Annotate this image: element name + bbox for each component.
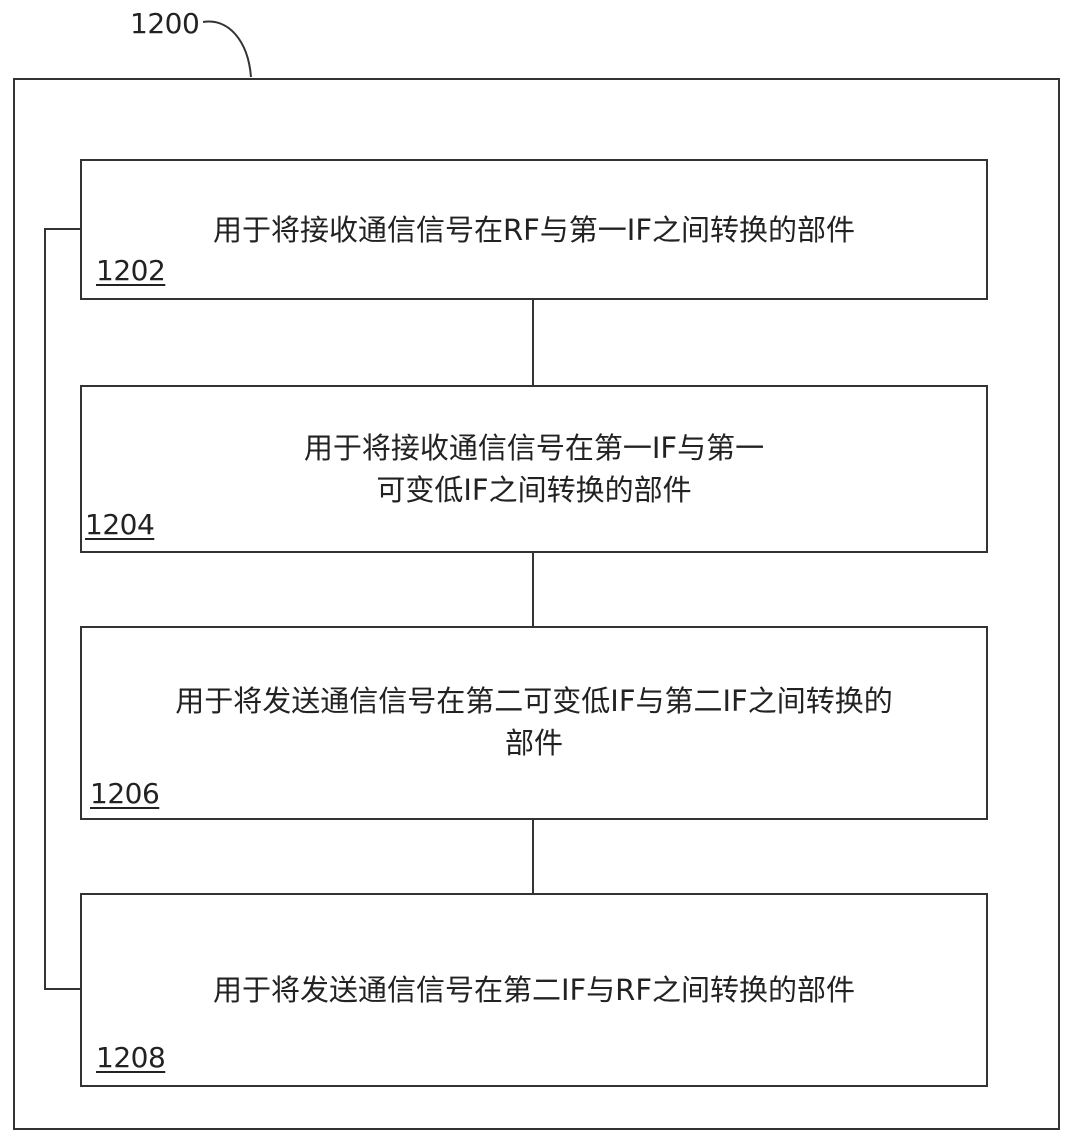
connector-1206-1208 bbox=[532, 820, 534, 893]
block-1206-line-1: 用于将发送通信信号在第二可变低IF与第二IF之间转换的 bbox=[175, 684, 893, 718]
block-1208-ref: 1208 bbox=[96, 1041, 166, 1074]
block-1202-line-1: 用于将接收通信信号在RF与第一IF之间转换的部件 bbox=[212, 213, 856, 247]
block-1206-text: 用于将发送通信信号在第二可变低IF与第二IF之间转换的 部件 bbox=[102, 680, 966, 764]
connector-1204-1206 bbox=[532, 553, 534, 626]
block-1202-text: 用于将接收通信信号在RF与第一IF之间转换的部件 bbox=[102, 209, 966, 251]
block-1204: 用于将接收通信信号在第一IF与第一 可变低IF之间转换的部件 1204 bbox=[80, 385, 988, 553]
connector-1202-1204 bbox=[532, 300, 534, 385]
block-1208: 用于将发送通信信号在第二IF与RF之间转换的部件 1208 bbox=[80, 893, 988, 1087]
outer-frame bbox=[13, 78, 1060, 1130]
block-1206-line-2: 部件 bbox=[504, 726, 563, 760]
block-1206: 用于将发送通信信号在第二可变低IF与第二IF之间转换的 部件 1206 bbox=[80, 626, 988, 820]
block-1208-line-1: 用于将发送通信信号在第二IF与RF之间转换的部件 bbox=[212, 973, 856, 1007]
block-1206-ref: 1206 bbox=[90, 777, 160, 810]
block-1204-line-1: 用于将接收通信信号在第一IF与第一 bbox=[303, 431, 765, 465]
block-1202-ref: 1202 bbox=[96, 254, 166, 287]
block-1208-text: 用于将发送通信信号在第二IF与RF之间转换的部件 bbox=[102, 969, 966, 1011]
figure-reference-label: 1200 bbox=[130, 7, 200, 40]
block-1204-ref: 1204 bbox=[85, 508, 155, 541]
block-1202: 用于将接收通信信号在RF与第一IF之间转换的部件 1202 bbox=[80, 159, 988, 300]
block-1204-line-2: 可变低IF之间转换的部件 bbox=[376, 473, 692, 507]
block-1204-text: 用于将接收通信信号在第一IF与第一 可变低IF之间转换的部件 bbox=[102, 427, 966, 511]
